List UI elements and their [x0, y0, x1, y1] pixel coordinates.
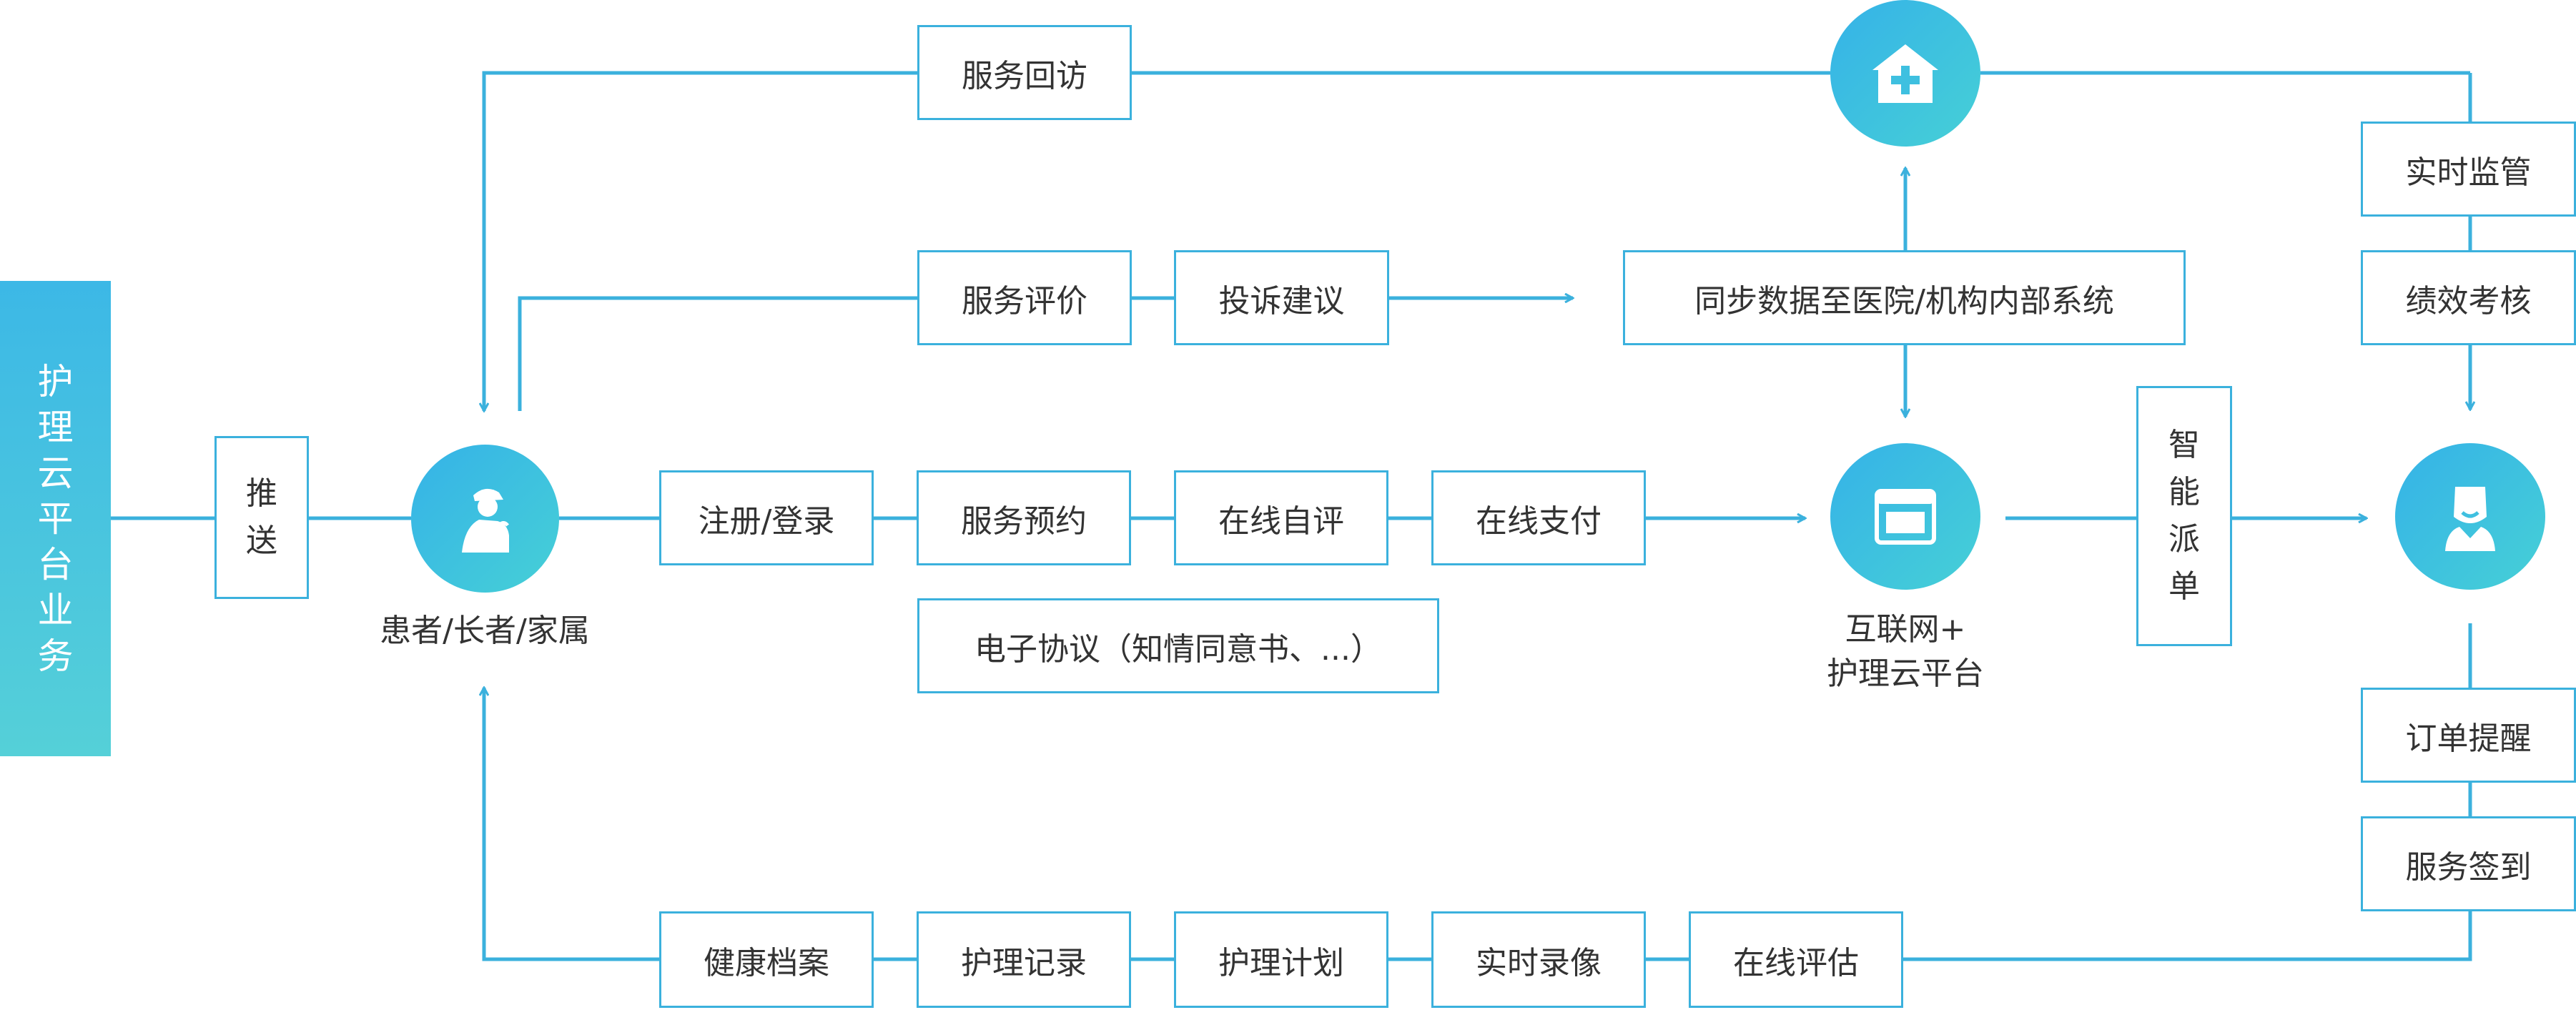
side-title-banner: 护 理 云 平 台 业 务: [0, 281, 111, 756]
elderly-person-icon: [461, 488, 509, 553]
complaint-suggestion-box: 投诉建议: [1174, 250, 1389, 345]
side-title-char: 业: [37, 589, 74, 631]
performance-review-box: 绩效考核: [2361, 250, 2576, 345]
online-payment-box: 在线支付: [1431, 470, 1646, 565]
side-title-char: 理: [37, 406, 74, 448]
sync-data-box: 同步数据至医院/机构内部系统: [1623, 250, 2186, 345]
platform-label: 互联网+ 护理云平台: [1762, 608, 2048, 696]
online-self-assessment-box: 在线自评: [1174, 470, 1388, 565]
online-evaluation-box: 在线评估: [1689, 911, 1903, 1008]
service-revisit-box: 服务回访: [917, 25, 1132, 120]
arrow-records-to-patient: [484, 688, 659, 961]
realtime-monitor-box: 实时监管: [2361, 122, 2576, 217]
side-title-char: 云: [37, 452, 74, 494]
realtime-video-box: 实时录像: [1431, 911, 1646, 1008]
register-login-box: 注册/登录: [659, 470, 874, 565]
dispatch-char: 派: [2168, 521, 2200, 558]
nurse-node: [2395, 443, 2545, 590]
browser-window-icon: [1875, 488, 1936, 545]
nursing-record-box: 护理记录: [917, 911, 1131, 1008]
order-reminder-box: 订单提醒: [2361, 688, 2576, 783]
smart-dispatch-box: 智 能 派 单: [2136, 386, 2232, 646]
patient-label: 患者/长者/家属: [380, 613, 590, 649]
hospital-icon: [1872, 44, 1938, 103]
side-title-char: 务: [37, 635, 74, 677]
health-record-box: 健康档案: [659, 911, 874, 1008]
push-box: 推 送: [214, 436, 309, 599]
electronic-agreement-box: 电子协议（知情同意书、...）: [917, 598, 1439, 693]
dispatch-char: 智: [2168, 427, 2200, 463]
nursing-plan-box: 护理计划: [1174, 911, 1388, 1008]
nurse-icon: [2445, 486, 2495, 551]
dispatch-char: 单: [2168, 568, 2200, 605]
side-title-char: 台: [37, 543, 74, 585]
push-char: 推: [246, 475, 277, 512]
service-checkin-box: 服务签到: [2361, 816, 2576, 911]
platform-label-line: 护理云平台: [1827, 655, 1984, 692]
dispatch-char: 能: [2168, 474, 2200, 510]
side-title-char: 护: [37, 360, 74, 402]
service-appointment-box: 服务预约: [917, 470, 1131, 565]
service-evaluation-box: 服务评价: [917, 250, 1132, 345]
push-char: 送: [246, 523, 277, 559]
hospital-node: [1830, 0, 1980, 147]
side-title-char: 平: [37, 497, 74, 540]
platform-label-line: 互联网+: [1845, 611, 1966, 648]
arrow-revisit-to-patient: [484, 71, 917, 411]
platform-node: [1830, 443, 1980, 590]
patient-node: [411, 445, 559, 593]
